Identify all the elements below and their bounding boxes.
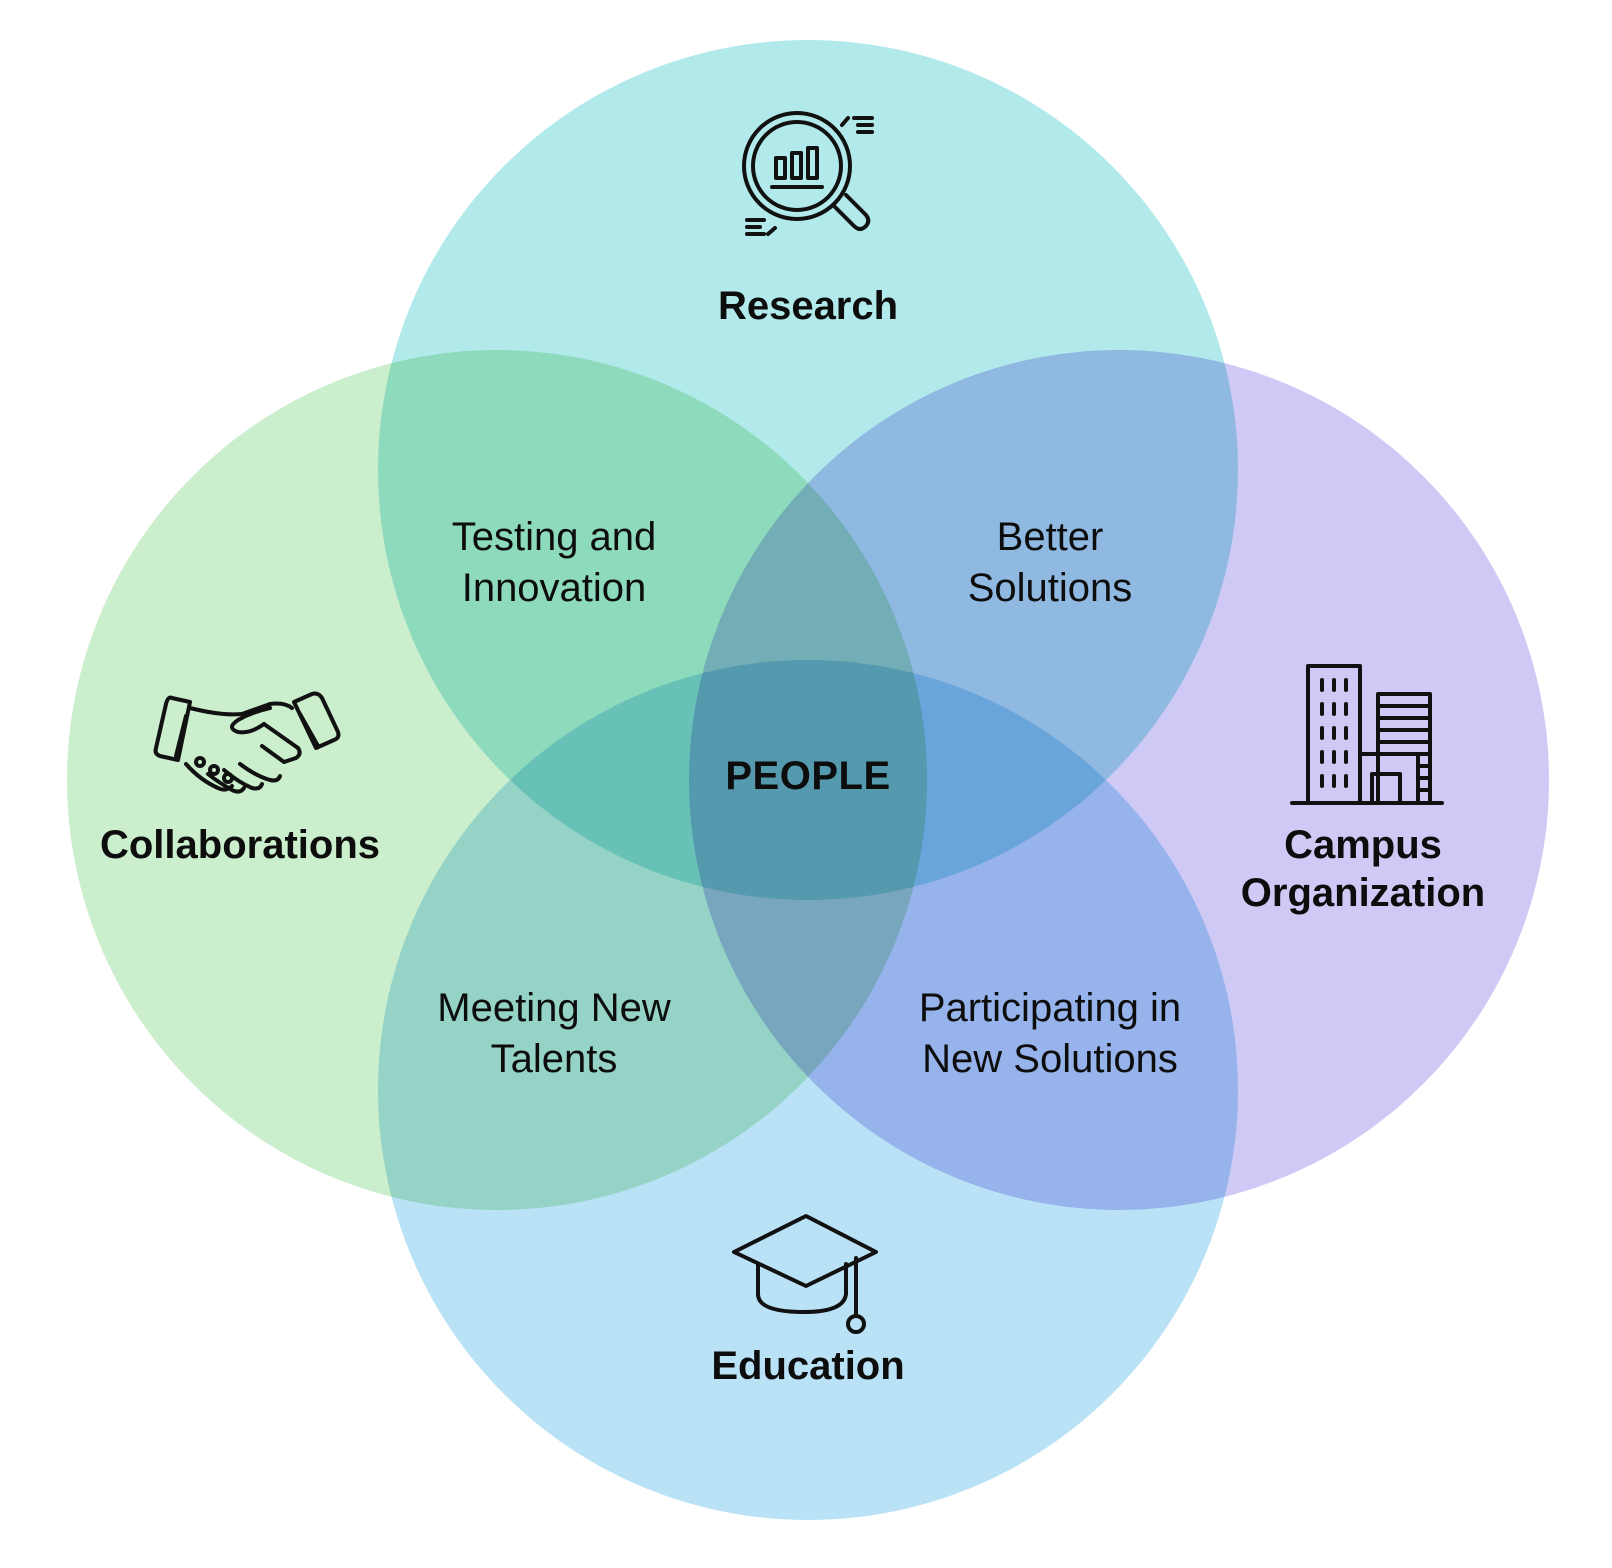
- set-label-campus-line-1: Campus: [1284, 823, 1442, 867]
- set-label-research: Research: [718, 282, 898, 330]
- overlap-label-line: Talents: [490, 1036, 618, 1081]
- set-label-collaborations: Collaborations: [100, 821, 380, 869]
- graduation-cap-icon: [726, 1212, 886, 1334]
- overlap-label-line: Testing and: [451, 515, 657, 559]
- handshake-icon: [152, 690, 342, 810]
- center-label-text: PEOPLE: [725, 754, 891, 798]
- overlap-label-line: Meeting New: [437, 986, 671, 1030]
- set-label-collaborations-line: Collaborations: [99, 823, 381, 867]
- set-label-research-line: Research: [717, 284, 899, 328]
- set-label-campus-line-2: Organization: [1240, 871, 1486, 915]
- magnifier-chart-icon: [742, 110, 882, 250]
- overlap-label-collaborations-education: Meeting New Talents: [437, 983, 670, 1085]
- set-label-campus: Campus Organization: [1241, 821, 1485, 917]
- overlap-label-line: Participating in: [918, 986, 1182, 1030]
- overlap-label-research-campus: Better Solutions: [968, 512, 1133, 614]
- overlap-label-research-collaborations: Testing and Innovation: [452, 512, 657, 614]
- set-label-education: Education: [711, 1342, 904, 1390]
- overlap-label-line: New Solutions: [922, 1036, 1178, 1081]
- overlap-label-campus-education: Participating in New Solutions: [919, 983, 1181, 1085]
- circle-education: [378, 660, 1238, 1520]
- building-icon: [1290, 658, 1445, 808]
- center-label: PEOPLE: [725, 750, 890, 802]
- overlap-label-line: Innovation: [461, 565, 647, 610]
- overlap-label-line: Better: [996, 515, 1104, 559]
- set-label-education-line: Education: [711, 1344, 905, 1388]
- overlap-label-line: Solutions: [967, 565, 1133, 610]
